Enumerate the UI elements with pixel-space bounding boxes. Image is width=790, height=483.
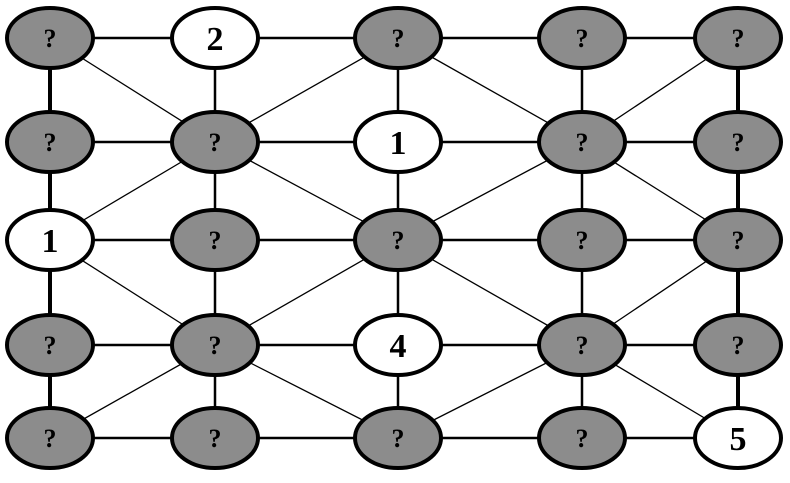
node-r1c0: ?	[5, 110, 95, 174]
node-label: ?	[392, 24, 405, 53]
node-circle	[693, 208, 783, 272]
node-circle	[537, 313, 627, 377]
nodes-layer: ? 2????? 1?? 1?????? 4?????? 5	[5, 6, 783, 470]
node-circle	[5, 406, 95, 470]
node-r0c1: 2	[170, 6, 260, 70]
node-circle	[170, 313, 260, 377]
node-label: ?	[44, 331, 57, 360]
node-circle	[353, 313, 443, 377]
node-circle	[693, 6, 783, 70]
node-r4c3: ?	[537, 406, 627, 470]
node-label: ?	[44, 24, 57, 53]
node-r2c2: ?	[353, 208, 443, 272]
node-label: ?	[732, 331, 745, 360]
node-label: 1	[390, 125, 407, 162]
node-circle	[353, 110, 443, 174]
node-circle	[170, 208, 260, 272]
node-circle	[353, 208, 443, 272]
node-circle	[353, 6, 443, 70]
node-label: ?	[576, 128, 589, 157]
node-label: ?	[209, 128, 222, 157]
node-r4c2: ?	[353, 406, 443, 470]
node-circle	[5, 313, 95, 377]
node-label: ?	[732, 128, 745, 157]
node-r4c4: 5	[693, 406, 783, 470]
node-r0c0: ?	[5, 6, 95, 70]
node-circle	[170, 6, 260, 70]
node-r2c1: ?	[170, 208, 260, 272]
node-label: ?	[209, 331, 222, 360]
node-label: 1	[42, 223, 59, 260]
node-label: 2	[207, 21, 224, 58]
node-label: ?	[732, 226, 745, 255]
node-r1c1: ?	[170, 110, 260, 174]
node-label: ?	[732, 24, 745, 53]
node-label: ?	[576, 331, 589, 360]
node-circle	[5, 208, 95, 272]
node-r1c4: ?	[693, 110, 783, 174]
node-circle	[170, 406, 260, 470]
node-label: ?	[209, 424, 222, 453]
node-circle	[537, 110, 627, 174]
node-r0c4: ?	[693, 6, 783, 70]
node-circle	[5, 6, 95, 70]
node-label: 4	[390, 328, 407, 365]
node-r0c3: ?	[537, 6, 627, 70]
node-circle	[537, 6, 627, 70]
node-r4c1: ?	[170, 406, 260, 470]
node-r0c2: ?	[353, 6, 443, 70]
node-circle	[693, 406, 783, 470]
node-r1c2: 1	[353, 110, 443, 174]
node-circle	[537, 406, 627, 470]
node-r2c3: ?	[537, 208, 627, 272]
node-circle	[170, 110, 260, 174]
node-r1c3: ?	[537, 110, 627, 174]
node-r3c0: ?	[5, 313, 95, 377]
node-r3c2: 4	[353, 313, 443, 377]
node-label: ?	[44, 128, 57, 157]
node-label: ?	[576, 226, 589, 255]
node-label: ?	[392, 226, 405, 255]
node-r2c4: ?	[693, 208, 783, 272]
node-r3c1: ?	[170, 313, 260, 377]
node-circle	[5, 110, 95, 174]
node-circle	[537, 208, 627, 272]
node-circle	[693, 110, 783, 174]
node-label: ?	[576, 424, 589, 453]
node-label: 5	[730, 421, 747, 458]
node-label: ?	[576, 24, 589, 53]
node-r3c3: ?	[537, 313, 627, 377]
node-label: ?	[44, 424, 57, 453]
node-label: ?	[392, 424, 405, 453]
node-label: ?	[209, 226, 222, 255]
node-r2c0: 1	[5, 208, 95, 272]
node-circle	[693, 313, 783, 377]
node-r4c0: ?	[5, 406, 95, 470]
node-r3c4: ?	[693, 313, 783, 377]
node-circle	[353, 406, 443, 470]
